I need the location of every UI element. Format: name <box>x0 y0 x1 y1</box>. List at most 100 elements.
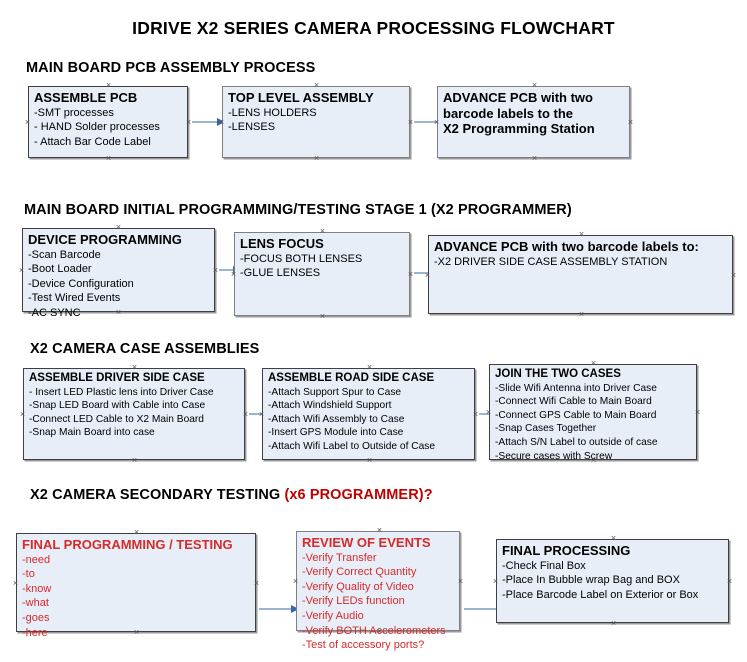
resize-handle-left[interactable] <box>12 580 19 587</box>
resize-handle-top[interactable] <box>115 224 122 231</box>
resize-handle-bottom[interactable] <box>610 620 617 627</box>
box-title-line: barcode labels to the <box>443 105 574 121</box>
process-box-review-of-events[interactable]: REVIEW OF EVENTS -Verify Transfer -Verif… <box>296 531 460 651</box>
box-line: -Attach Wifi Label to Outside of Case <box>268 441 436 453</box>
resize-handle-bottom[interactable] <box>366 457 373 464</box>
box-line: - Attach Bar Code Label <box>34 135 151 148</box>
box-line: - Insert LED Plastic lens into Driver Ca… <box>29 386 214 398</box>
resize-handle-top[interactable] <box>105 82 112 89</box>
resize-handle-left[interactable] <box>485 409 492 416</box>
resize-handle-left[interactable] <box>230 271 237 278</box>
resize-handle-top[interactable] <box>133 529 140 536</box>
box-title: DEVICE PROGRAMMING <box>28 232 182 247</box>
process-box-device-programming[interactable]: DEVICE PROGRAMMING -Scan Barcode -Boot L… <box>22 228 215 319</box>
resize-handle-left[interactable] <box>433 119 440 126</box>
process-box-top-level-assembly[interactable]: TOP LEVEL ASSEMBLY -LENS HOLDERS -LENSES <box>222 86 410 158</box>
resize-handle-bottom[interactable] <box>133 629 140 636</box>
resize-handle-right[interactable] <box>407 119 414 126</box>
box-line: -Attach Support Spur to Case <box>268 386 402 398</box>
resize-handle-right[interactable] <box>730 272 737 279</box>
box-line: -Verify Quality of Video <box>302 580 414 593</box>
process-box-lens-focus[interactable]: LENS FOCUS -FOCUS BOTH LENSES -GLUE LENS… <box>234 232 410 316</box>
resize-handle-bottom[interactable] <box>590 457 597 464</box>
box-line: -Connect GPS Cable to Main Board <box>495 409 657 421</box>
resize-handle-bottom[interactable] <box>319 313 326 320</box>
resize-handle-bottom[interactable] <box>376 628 383 635</box>
box-line: -goes <box>22 612 50 625</box>
resize-handle-top[interactable] <box>610 535 617 542</box>
resize-handle-top[interactable] <box>313 82 320 89</box>
box-title: LENS FOCUS <box>240 236 324 251</box>
resize-handle-left[interactable] <box>258 411 265 418</box>
section-header-text: MAIN BOARD PCB ASSEMBLY PROCESS <box>26 60 316 76</box>
box-line: -Verify Correct Quantity <box>302 566 417 579</box>
resize-handle-right[interactable] <box>627 119 634 126</box>
resize-handle-left[interactable] <box>18 267 25 274</box>
resize-handle-left[interactable] <box>424 272 431 279</box>
process-box-advance-pcb-to-x2-programming-station[interactable]: ADVANCE PCB with two barcode labels to t… <box>437 86 630 158</box>
box-line: -know <box>22 582 52 595</box>
box-title: FINAL PROGRAMMING / TESTING <box>22 537 233 552</box>
box-title: REVIEW OF EVENTS <box>302 535 431 550</box>
box-line: -Attach Wifi Assembly to Case <box>268 413 405 425</box>
resize-handle-right[interactable] <box>726 578 733 585</box>
resize-handle-left[interactable] <box>492 578 499 585</box>
resize-handle-bottom[interactable] <box>131 457 138 464</box>
resize-handle-right[interactable] <box>253 580 260 587</box>
box-line: -need <box>22 553 51 566</box>
resize-handle-bottom[interactable] <box>531 155 538 162</box>
resize-handle-left[interactable] <box>292 578 299 585</box>
box-line: -Device Configuration <box>28 277 134 290</box>
box-title: JOIN THE TWO CASES <box>495 368 621 380</box>
process-box-assemble-pcb[interactable]: ASSEMBLE PCB -SMT processes - HAND Solde… <box>28 86 188 158</box>
resize-handle-bottom[interactable] <box>115 309 122 316</box>
box-line: -Insert GPS Module into Case <box>268 427 404 439</box>
resize-handle-top[interactable] <box>131 364 138 371</box>
resize-handle-bottom[interactable] <box>313 155 320 162</box>
resize-handle-right[interactable] <box>457 578 464 585</box>
box-line: -Attach Windshield Support <box>268 400 392 412</box>
box-title-line: ADVANCE PCB with two <box>443 90 593 105</box>
resize-handle-top[interactable] <box>578 231 585 238</box>
resize-handle-bottom[interactable] <box>578 311 585 318</box>
resize-handle-right[interactable] <box>185 119 192 126</box>
box-line: -Snap Main Board into case <box>29 427 155 439</box>
section-header-accent: (x6 PROGRAMMER)? <box>284 487 433 503</box>
resize-handle-top[interactable] <box>366 364 373 371</box>
resize-handle-top[interactable] <box>319 228 326 235</box>
section-header-text: X2 CAMERA CASE ASSEMBLIES <box>30 341 260 357</box>
resize-handle-right[interactable] <box>694 409 701 416</box>
resize-handle-right[interactable] <box>212 267 219 274</box>
resize-handle-left[interactable] <box>19 411 26 418</box>
resize-handle-top[interactable] <box>590 360 597 367</box>
resize-handle-right[interactable] <box>407 271 414 278</box>
box-line: -Secure cases with Screw <box>495 450 613 462</box>
resize-handle-left[interactable] <box>24 119 31 126</box>
process-box-final-processing[interactable]: FINAL PROCESSING -Check Final Box -Place… <box>496 539 729 623</box>
box-line: -Snap Cases Together <box>495 423 597 435</box>
connector-assemble-pcb-to-top-level-assembly <box>192 118 225 126</box>
box-line: -Boot Loader <box>28 263 92 276</box>
box-line-overflow: -Test of accessory ports? <box>302 639 425 652</box>
resize-handle-top[interactable] <box>376 527 383 534</box>
box-line: -Slide Wifi Antenna into Driver Case <box>495 382 657 394</box>
resize-handle-right[interactable] <box>472 411 479 418</box>
box-title: ASSEMBLE DRIVER SIDE CASE <box>29 372 205 384</box>
section-header-text: MAIN BOARD INITIAL PROGRAMMING/TESTING S… <box>24 202 572 218</box>
resize-handle-bottom[interactable] <box>105 155 112 162</box>
page-title: IDRIVE X2 SERIES CAMERA PROCESSING FLOWC… <box>132 18 615 38</box>
process-box-assemble-driver-side-case[interactable]: ASSEMBLE DRIVER SIDE CASE - Insert LED P… <box>23 368 245 460</box>
box-line: -Check Final Box <box>502 559 586 572</box>
section-header-x2-camera-case-assemblies: X2 CAMERA CASE ASSEMBLIES <box>30 341 259 357</box>
resize-handle-top[interactable] <box>531 82 538 89</box>
section-header-main-board-initial-programming-testing-stage-1: MAIN BOARD INITIAL PROGRAMMING/TESTING S… <box>24 202 572 218</box>
process-box-assemble-road-side-case[interactable]: ASSEMBLE ROAD SIDE CASE -Attach Support … <box>262 368 475 460</box>
box-line: -GLUE LENSES <box>240 267 321 280</box>
box-line: -Verify LEDs function <box>302 595 405 608</box>
process-box-join-the-two-cases[interactable]: JOIN THE TWO CASES -Slide Wifi Antenna i… <box>489 364 697 462</box>
resize-handle-left[interactable] <box>218 119 225 126</box>
resize-handle-right[interactable] <box>242 411 249 418</box>
process-box-advance-pcb-to-driver-side-case-assembly[interactable]: ADVANCE PCB with two barcode labels to: … <box>428 235 733 314</box>
process-box-final-programming-testing[interactable]: FINAL PROGRAMMING / TESTING -need -to -k… <box>16 533 256 639</box>
